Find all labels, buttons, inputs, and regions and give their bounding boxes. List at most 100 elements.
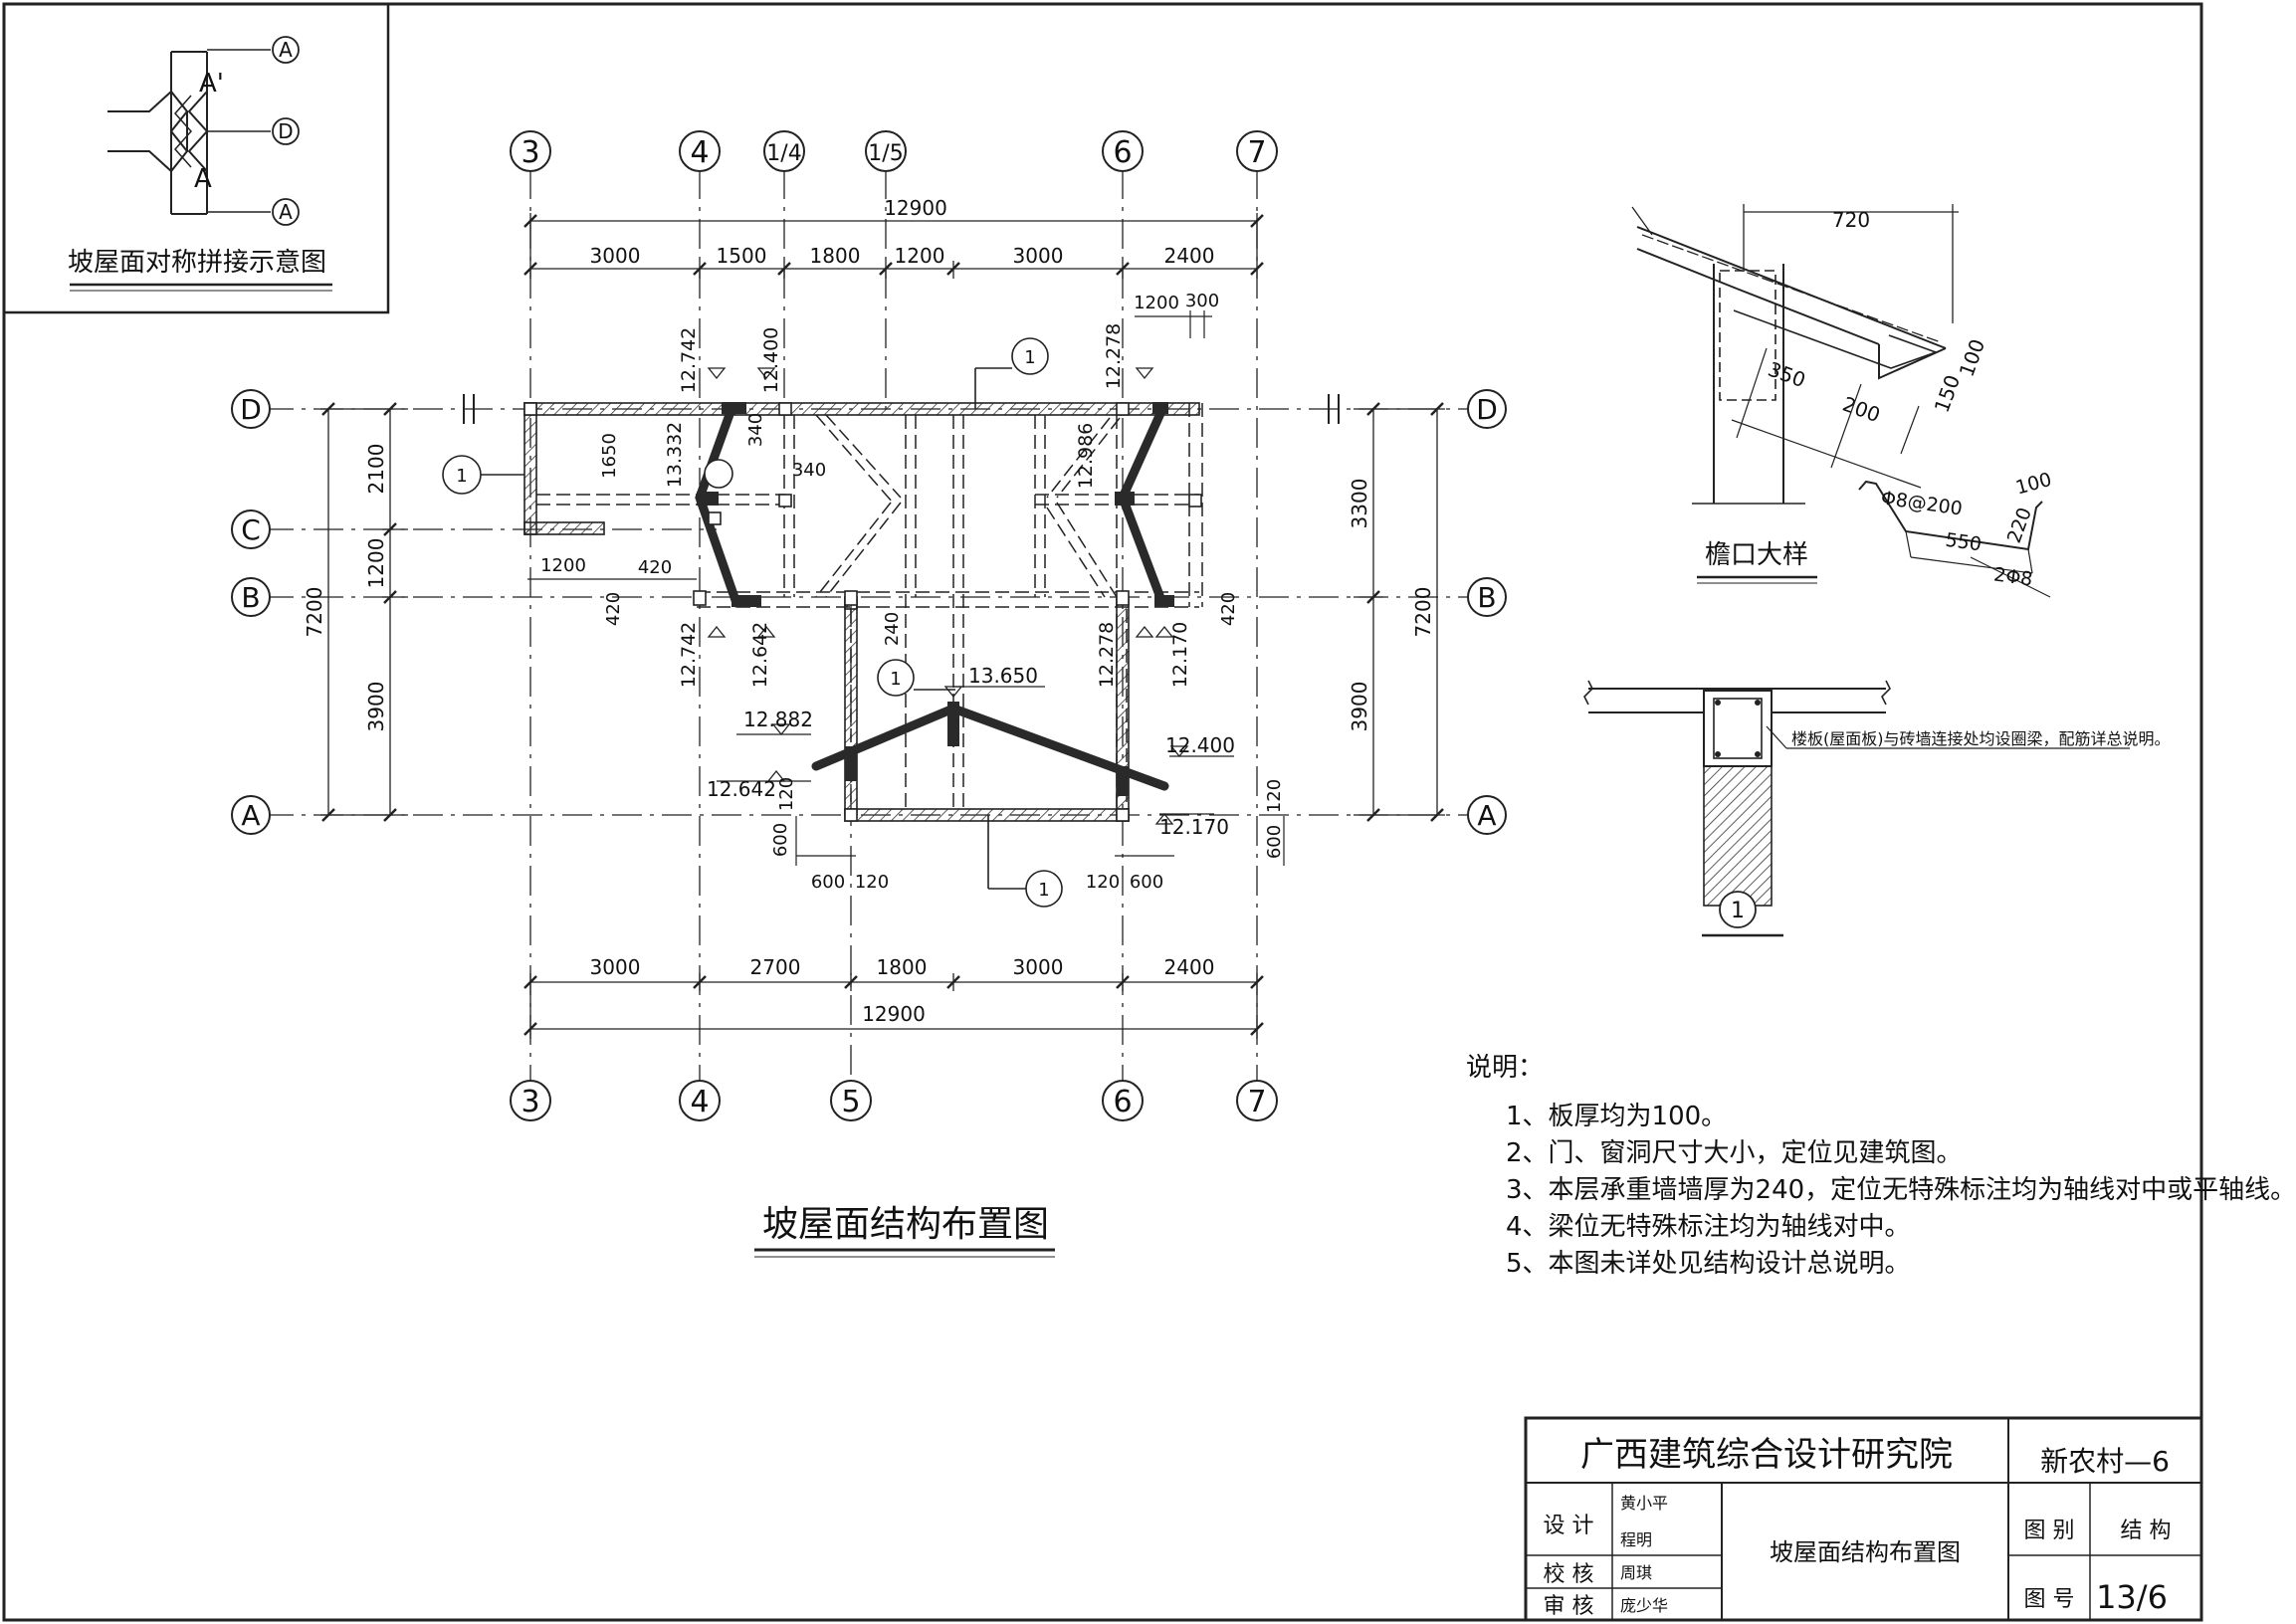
axis-top-1-5: 1/5	[868, 141, 903, 166]
notes-heading: 说明：	[1466, 1053, 1545, 1083]
dim-420-c: 420	[1218, 592, 1239, 626]
eaves-dim-220: 220	[2003, 505, 2036, 546]
elev-12170-a: 12.170	[1169, 622, 1191, 688]
elev-12882: 12.882	[743, 708, 813, 731]
dim-top-1: 3000	[590, 244, 641, 268]
dim-bottom-2: 2700	[750, 955, 801, 979]
section-detail-note: 楼板(屋面板)与砖墙连接处均设圈梁，配筋详总说明。	[1791, 729, 2171, 748]
axis-left-b: B	[241, 581, 260, 614]
note-3: 3、本层承重墙墙厚为240，定位无特殊标注均为轴线对中或平轴线。	[1506, 1175, 2296, 1205]
eaves-dim-100-b: 100	[2013, 469, 2054, 500]
dim-340-b: 340	[792, 460, 826, 481]
tb-number-label: 图 号	[2024, 1587, 2075, 1612]
inset-axis-a-top: A	[279, 38, 293, 62]
tb-number: 13/6	[2096, 1578, 2168, 1616]
eaves-dim-550: 550	[1944, 529, 1983, 556]
elev-12986: 12.986	[1075, 423, 1097, 489]
axis-bottom-7: 7	[1247, 1085, 1266, 1119]
eaves-dim-720: 720	[1832, 208, 1870, 232]
dim-120-a: 120	[776, 777, 797, 811]
sheet-border	[2, 2, 2203, 1622]
plan-title: 坡屋面结构布置图	[762, 1204, 1049, 1245]
title-block: 广西建筑综合设计研究院 新农村—6 设 计 黄小平 程明 校 核 周琪 审 核 …	[1524, 1416, 2203, 1622]
tb-designer-1: 黄小平	[1620, 1494, 1668, 1513]
note-5: 5、本图未详处见结构设计总说明。	[1506, 1249, 1911, 1279]
tb-review-label: 审 核	[1544, 1594, 1594, 1619]
dim-top-4: 1200	[895, 244, 945, 268]
eaves-rebar-1: Φ8@200	[1880, 487, 1965, 519]
inset-axis-d: D	[278, 119, 293, 143]
dim-bottom-5: 2400	[1164, 955, 1215, 979]
dim-bottom-1: 3000	[590, 955, 641, 979]
dim-left-total: 7200	[303, 587, 326, 638]
section-mark-3: 1	[890, 669, 901, 690]
dim-120-d: 120	[1086, 872, 1120, 893]
general-notes: 说明： 1、板厚均为100。 2、门、窗洞尺寸大小，定位见建筑图。 3、本层承重…	[1466, 1050, 2296, 1283]
note-2: 2、门、窗洞尺寸大小，定位见建筑图。	[1506, 1138, 1963, 1168]
axis-bottom-6: 6	[1113, 1085, 1132, 1119]
elev-12742-a: 12.742	[678, 327, 700, 393]
axis-bottom-3: 3	[521, 1085, 539, 1119]
dim-1200-top: 1200	[1134, 293, 1179, 313]
dim-bottom-3: 1800	[877, 955, 928, 979]
dim-left-1: 2100	[364, 444, 388, 495]
dim-bottom-4: 3000	[1013, 955, 1064, 979]
elev-12642-a: 12.642	[749, 622, 771, 688]
dim-top-2: 1500	[717, 244, 767, 268]
elev-12278-a: 12.278	[1103, 323, 1125, 389]
tb-category-label: 图 别	[2024, 1519, 2075, 1543]
dim-240: 240	[882, 612, 903, 646]
tb-institute: 广西建筑综合设计研究院	[1580, 1435, 1953, 1475]
section-mark-1: 1	[456, 466, 467, 487]
dim-600-d: 600	[1130, 872, 1163, 893]
dim-left-2: 1200	[364, 538, 388, 589]
eaves-detail: 720 350 200 150 100 檐口大样 Φ8@200 100 220 …	[1631, 204, 2054, 598]
dim-1200-left: 1200	[540, 555, 586, 576]
eaves-dim-350: 350	[1765, 357, 1808, 393]
dim-600-c: 600	[811, 872, 845, 893]
axis-right-a: A	[1477, 799, 1496, 832]
tb-reviewer: 庞少华	[1620, 1596, 1668, 1615]
dim-left-3: 3900	[364, 682, 388, 732]
inset-axis-a-bottom: A	[279, 200, 293, 224]
tb-design-label: 设 计	[1544, 1514, 1594, 1538]
elev-12170-b: 12.170	[1159, 815, 1229, 839]
elev-12400-b: 12.400	[1165, 733, 1235, 757]
tb-drawing-name: 坡屋面结构布置图	[1770, 1538, 1961, 1566]
axis-bottom-5: 5	[841, 1085, 860, 1119]
axis-top-3: 3	[521, 135, 539, 170]
elev-12400: 12.400	[760, 327, 782, 393]
dim-top-total: 12900	[884, 196, 947, 220]
inset-frame	[2, 2, 390, 314]
tb-checker: 周琪	[1620, 1563, 1652, 1582]
dim-bottom-total: 12900	[862, 1002, 926, 1026]
axis-left-d: D	[240, 393, 262, 426]
tb-project: 新农村—6	[2040, 1445, 2170, 1478]
dim-right-1: 3300	[1348, 479, 1371, 529]
main-plan: 3 4 1/4 1/5 6 7 3 4 5 6 7	[231, 130, 1507, 1258]
axis-left-c: C	[241, 513, 261, 546]
eaves-dim-200: 200	[1839, 392, 1883, 428]
elev-12742-b: 12.742	[678, 622, 700, 688]
section-detail-mark: 1	[1731, 899, 1745, 923]
note-4: 4、梁位无特殊标注均为轴线对中。	[1506, 1212, 1911, 1242]
section-mark-2: 1	[1024, 347, 1035, 368]
dim-600-a: 600	[770, 823, 791, 857]
elev-13650: 13.650	[968, 664, 1038, 688]
dim-300: 300	[1185, 291, 1219, 311]
splice-inset: A D A A' A 坡屋面对称拼接示意图	[2, 2, 390, 314]
drawing-sheet: A D A A' A 坡屋面对称拼接示意图 3	[2, 2, 2203, 1622]
dim-top-6: 2400	[1164, 244, 1215, 268]
dim-420-a: 420	[638, 557, 672, 578]
axis-bottom-4: 4	[690, 1085, 709, 1119]
dim-340-a: 340	[745, 413, 766, 447]
eaves-dim-150: 150	[1930, 372, 1966, 416]
section-detail-1: 楼板(屋面板)与砖墙连接处均设圈梁，配筋详总说明。 1	[1583, 680, 2171, 937]
axis-top-6: 6	[1113, 135, 1132, 170]
axis-right-b: B	[1477, 581, 1496, 614]
elev-12642-b: 12.642	[707, 777, 776, 801]
eaves-rebar-2: 2Φ8	[1992, 563, 2034, 590]
eaves-title: 檐口大样	[1705, 540, 1808, 570]
note-1: 1、板厚均为100。	[1506, 1102, 1728, 1131]
tb-designer-2: 程明	[1620, 1530, 1652, 1549]
